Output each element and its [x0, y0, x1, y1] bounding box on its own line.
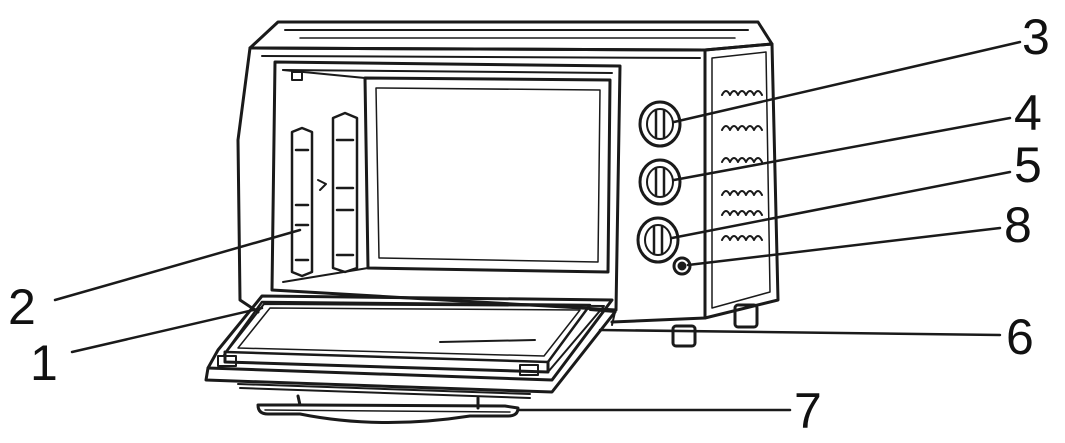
leader-4: [672, 116, 1012, 182]
callout-3: 3: [1022, 9, 1050, 65]
leader-3: [672, 40, 1022, 124]
callout-5: 5: [1014, 137, 1042, 193]
callout-4: 4: [1014, 85, 1042, 141]
baking-tray: [217, 300, 592, 376]
leader-1: [70, 306, 264, 354]
oven-body: [236, 20, 780, 348]
oven-door: [204, 294, 617, 394]
rack-rails: [290, 111, 359, 278]
callout-1: 1: [30, 335, 58, 391]
callout-8: 8: [1004, 197, 1032, 253]
leader-2: [53, 228, 302, 302]
leader-5: [670, 170, 1012, 240]
leader-8: [686, 226, 1002, 267]
leader-6: [598, 328, 1002, 337]
function-knob: [638, 158, 682, 206]
timer-knob: [636, 216, 680, 264]
door-handle: [237, 383, 531, 424]
callout-6: 6: [1006, 309, 1034, 365]
callout-7: 7: [794, 383, 822, 439]
control-knobs: [636, 100, 692, 276]
oven-cavity: [270, 60, 622, 312]
callout-2: 2: [8, 279, 36, 335]
side-vents: [721, 90, 763, 241]
temperature-knob: [638, 100, 682, 148]
leader-lines: [53, 40, 1022, 412]
